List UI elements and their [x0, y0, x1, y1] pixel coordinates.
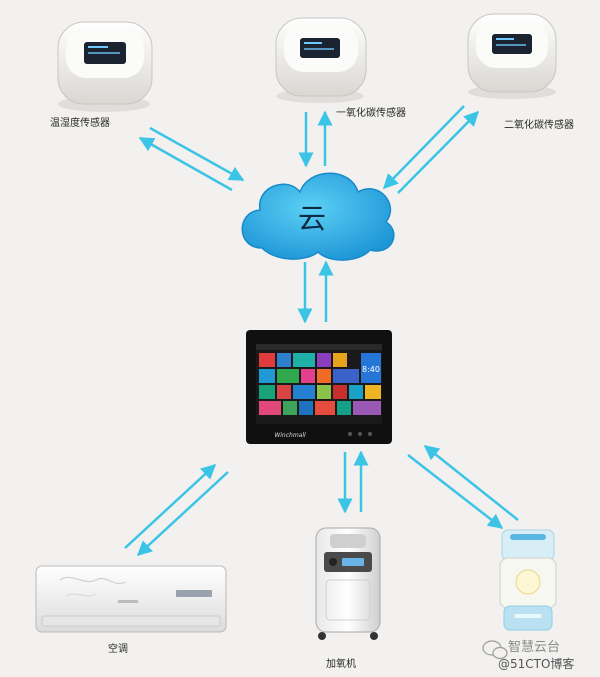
arrow-cloud-to-co2 [397, 110, 480, 194]
humidifier [499, 529, 557, 631]
panel-button [368, 432, 372, 436]
label-co-sensor: 一氧化碳传感器 [336, 108, 406, 119]
oxygen-machine [315, 527, 381, 640]
panel-button [358, 432, 362, 436]
arrow-panel-to-ac [136, 471, 229, 557]
co2-sensor [467, 13, 557, 99]
arrows [124, 105, 519, 557]
label-air-conditioner: 空调 [108, 644, 128, 655]
label-temp-humidity-sensor: 温湿度传感器 [50, 118, 110, 129]
cloud-icon [241, 172, 395, 261]
arrow-panel-to-humidifier [407, 454, 504, 529]
label-oxygen-machine: 加氧机 [326, 659, 356, 670]
arrow-temp-to-cloud [149, 126, 245, 182]
wechat-icon [482, 640, 508, 660]
label-co2-sensor: 二氧化碳传感器 [504, 120, 574, 131]
panel-brand: Winchmall [274, 432, 306, 439]
air-conditioner [35, 565, 227, 633]
temp-humidity-sensor [57, 21, 153, 112]
arrow-cloud-to-temp [138, 136, 233, 192]
watermark-source: @51CTO博客 [498, 657, 575, 671]
panel-time: 8:40 [362, 365, 380, 374]
arrow-humidifier-to-panel [423, 445, 519, 521]
arrow-co2-to-cloud [382, 105, 465, 190]
arrow-ac-to-panel [124, 463, 217, 549]
co-sensor [275, 17, 367, 103]
panel-tiles [259, 353, 381, 415]
cloud-label: 云 [298, 202, 326, 235]
control-panel: 8:40 Winchmall [246, 330, 392, 444]
panel-button [348, 432, 352, 436]
ac-display [176, 590, 212, 597]
watermark-title: 智慧云台 [508, 640, 561, 655]
